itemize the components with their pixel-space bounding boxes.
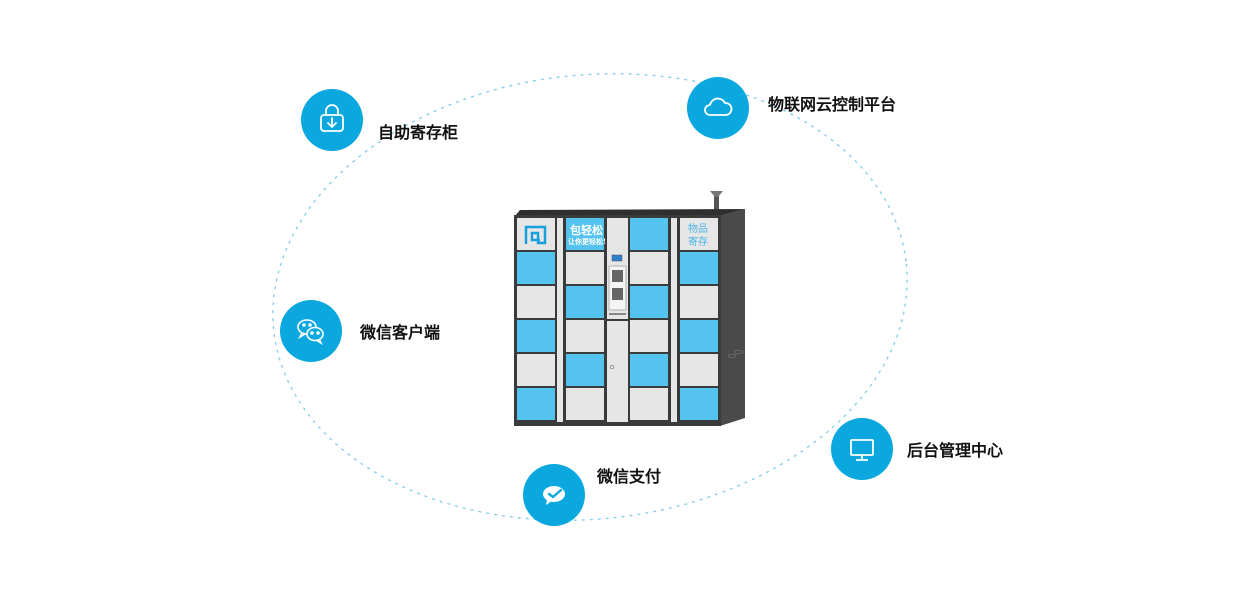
bag-download-icon xyxy=(320,104,344,132)
locker-door xyxy=(517,354,555,386)
locker-door xyxy=(630,218,668,250)
locker-brand-slogan: 让你更轻松! xyxy=(568,237,607,246)
wechat-pay-icon xyxy=(543,486,565,505)
locker-door xyxy=(630,388,668,420)
locker-door xyxy=(680,320,718,352)
locker-door xyxy=(517,388,555,420)
locker-door xyxy=(566,320,604,352)
locker-door xyxy=(517,286,555,318)
node-self-service-locker xyxy=(301,89,363,151)
locker-door xyxy=(680,388,718,420)
locker-door xyxy=(566,252,604,284)
brand-logo-icon xyxy=(524,225,547,245)
locker-door xyxy=(680,354,718,386)
lower-panel xyxy=(607,321,628,422)
monitor-icon xyxy=(850,439,874,461)
cloud-icon xyxy=(704,97,733,116)
locker-sign-line1: 物品 xyxy=(688,224,708,235)
locker-door xyxy=(680,218,718,250)
strip-left xyxy=(557,218,563,422)
locker-door xyxy=(517,320,555,352)
locker-door xyxy=(630,320,668,352)
keyhole xyxy=(609,364,615,370)
locker-door xyxy=(566,286,604,318)
locker-door xyxy=(566,388,604,420)
node-label-backend-center: 后台管理中心 xyxy=(907,441,1004,460)
control-screen xyxy=(611,254,623,262)
locker-sign-line2: 寄存 xyxy=(688,237,708,248)
locker-door xyxy=(630,252,668,284)
node-backend-center xyxy=(831,418,893,480)
node-label-self-service-locker: 自助寄存柜 xyxy=(378,123,459,142)
node-label-wechat-pay: 微信支付 xyxy=(597,467,662,486)
node-label-wechat-client: 微信客户端 xyxy=(360,323,441,342)
locker-door xyxy=(630,286,668,318)
locker-top xyxy=(515,209,745,216)
locker-door xyxy=(517,252,555,284)
locker-door xyxy=(680,252,718,284)
node-label-iot-cloud: 物联网云控制平台 xyxy=(768,95,897,114)
node-iot-cloud xyxy=(687,77,749,139)
locker-brand-title: 包轻松 xyxy=(570,224,603,237)
node-wechat-client xyxy=(280,300,342,362)
wechat-icon xyxy=(297,319,324,346)
locker-door xyxy=(680,286,718,318)
strip-right xyxy=(671,218,677,422)
locker-side xyxy=(720,209,745,426)
locker-door xyxy=(566,218,604,250)
locker-door xyxy=(630,354,668,386)
locker-door xyxy=(566,354,604,386)
locker-antenna xyxy=(710,191,723,214)
node-wechat-pay xyxy=(523,464,585,526)
